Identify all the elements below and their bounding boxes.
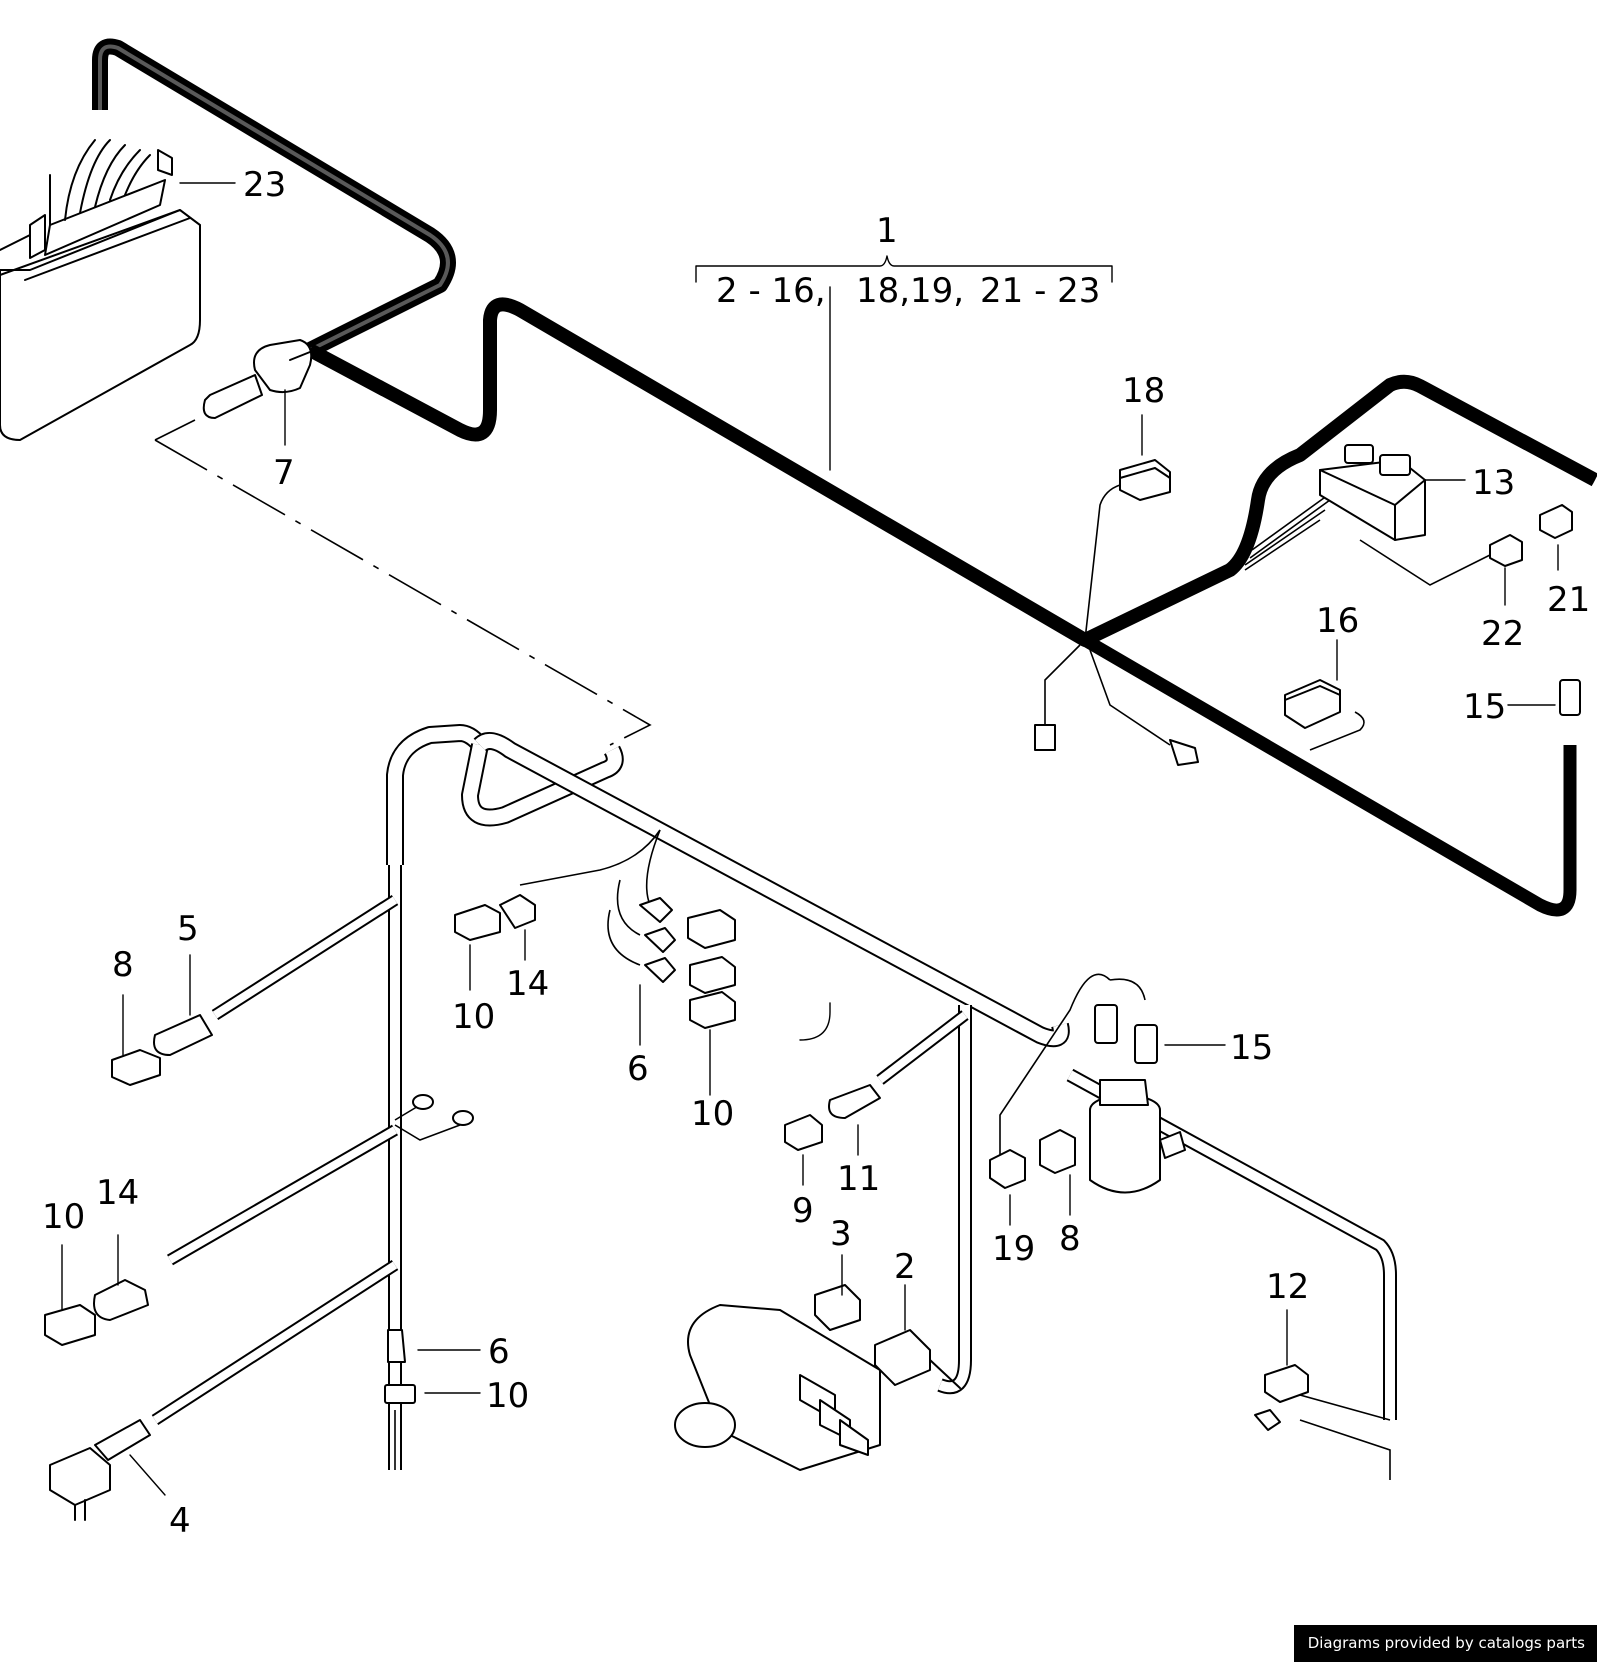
connector-15-top	[1559, 679, 1581, 716]
connector-6-10-lower	[384, 1329, 416, 1404]
connector-8-left	[111, 1014, 213, 1086]
callout-9: 9	[792, 1191, 814, 1231]
diagram-credit: Diagrams provided by catalogs parts	[1293, 1625, 1597, 1662]
ring-terminals	[412, 1094, 474, 1126]
connector-14-10-upper	[454, 894, 536, 941]
callout-2: 2	[894, 1247, 916, 1287]
callout-19: 19	[992, 1229, 1035, 1269]
connector-19-8-right	[989, 1129, 1076, 1189]
callout-14-upper: 14	[506, 964, 549, 1004]
callout-18: 18	[1122, 371, 1165, 411]
sender-9-11	[784, 1084, 881, 1151]
callout-15-coil: 15	[1230, 1028, 1273, 1068]
callout-22: 22	[1481, 614, 1524, 654]
callout-7: 7	[273, 453, 295, 493]
control-unit	[0, 139, 201, 441]
callout-8-right: 8	[1059, 1219, 1081, 1259]
callout-4: 4	[169, 1501, 191, 1541]
callout-16: 16	[1316, 601, 1359, 641]
callout-10-upper: 10	[452, 997, 495, 1037]
callout-10-left: 10	[42, 1197, 85, 1237]
leader-lines	[61, 182, 1559, 1496]
group-bracket	[695, 255, 1113, 471]
connector-cluster-6-10	[639, 897, 736, 1029]
connector-18	[1119, 459, 1171, 501]
callout-10-middle: 10	[691, 1094, 734, 1134]
label-group-range-d: 21 - 23	[980, 271, 1100, 311]
label-group-range-b: 18,	[856, 271, 910, 311]
callout-5: 5	[177, 909, 199, 949]
callout-6-lower: 6	[488, 1332, 510, 1372]
callout-14-left: 14	[96, 1173, 139, 1213]
callout-12: 12	[1266, 1267, 1309, 1307]
connector-22	[1489, 534, 1523, 567]
callout-11: 11	[837, 1159, 880, 1199]
connector-16	[1284, 679, 1341, 729]
lower-harness	[151, 724, 1397, 1470]
connector-12	[1254, 1364, 1309, 1431]
callout-10-lower: 10	[486, 1376, 529, 1416]
sensor-4	[49, 1419, 151, 1521]
callout-3: 3	[830, 1214, 852, 1254]
ignition-coil	[1089, 1079, 1186, 1194]
ground-eyelet-top	[1034, 724, 1199, 766]
label-group-range-a: 2 - 16,	[716, 271, 826, 311]
connector-21	[1539, 504, 1573, 539]
upper-harness	[92, 38, 1597, 917]
callout-6-middle: 6	[627, 1049, 649, 1089]
label-group-number: 1	[876, 211, 898, 251]
connection-line	[154, 419, 652, 746]
connector-15-coil	[1094, 1004, 1158, 1064]
callout-23: 23	[243, 165, 286, 205]
callout-21: 21	[1547, 580, 1590, 620]
connector-14-10-lower	[44, 1279, 149, 1346]
callout-15-top: 15	[1463, 687, 1506, 727]
distributor	[674, 1284, 961, 1471]
callout-8-left: 8	[112, 945, 134, 985]
label-group-range-c: 19,	[910, 271, 964, 311]
callout-13: 13	[1472, 463, 1515, 503]
thin-wires	[394, 484, 1491, 1480]
relay-plate-13	[1319, 444, 1426, 541]
grommet-7	[202, 339, 313, 419]
